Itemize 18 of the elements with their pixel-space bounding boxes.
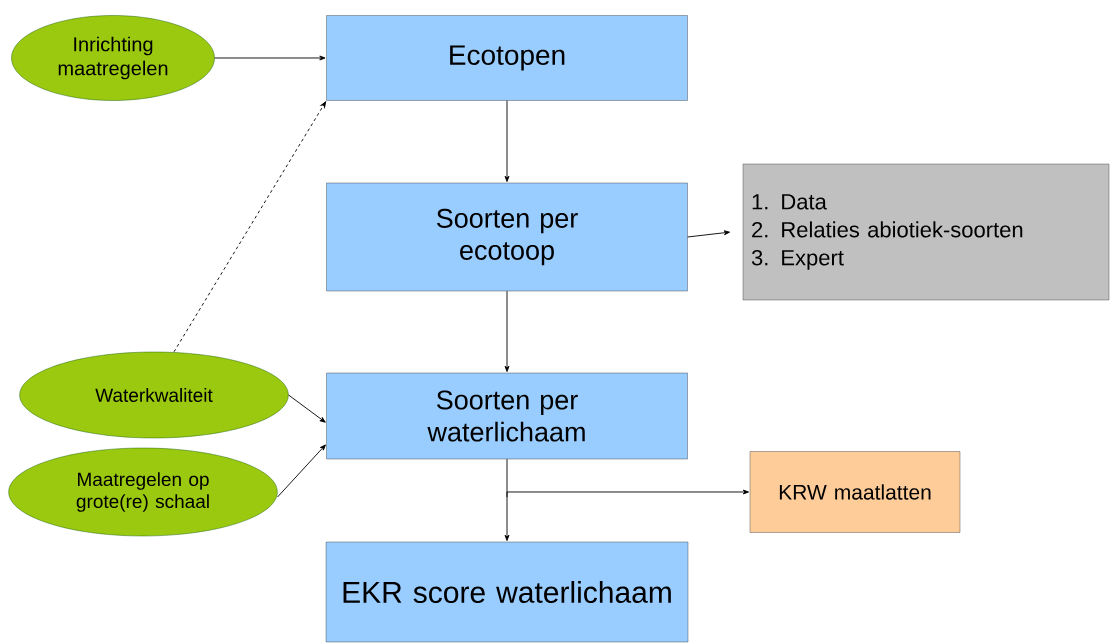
list-box: 1. Data 2. Relaties abiotiek-soorten 3. Expert: [742, 163, 1110, 301]
arrow: [214, 55, 326, 61]
arrow: [504, 100, 510, 182]
process-box: KRW maatlatten: [749, 451, 961, 533]
process-box: Soorten per waterlichaam: [326, 372, 688, 460]
oval-node: Maatregelen op grote(re) schaal: [8, 447, 278, 537]
arrow: [504, 290, 510, 372]
arrow: [687, 230, 730, 238]
process-box: Ecotopen: [326, 15, 688, 101]
arrow: [288, 394, 326, 423]
oval-node: Inrichting maatregelen: [11, 15, 215, 101]
process-box: EKR score waterlichaam: [325, 541, 689, 643]
oval-node: Waterkwaliteit: [19, 351, 289, 439]
arrow: [277, 444, 326, 498]
arrow: [506, 489, 749, 498]
process-box: Soorten per ecotoop: [326, 182, 688, 292]
arrow: [173, 101, 327, 353]
arrow: [504, 458, 510, 541]
